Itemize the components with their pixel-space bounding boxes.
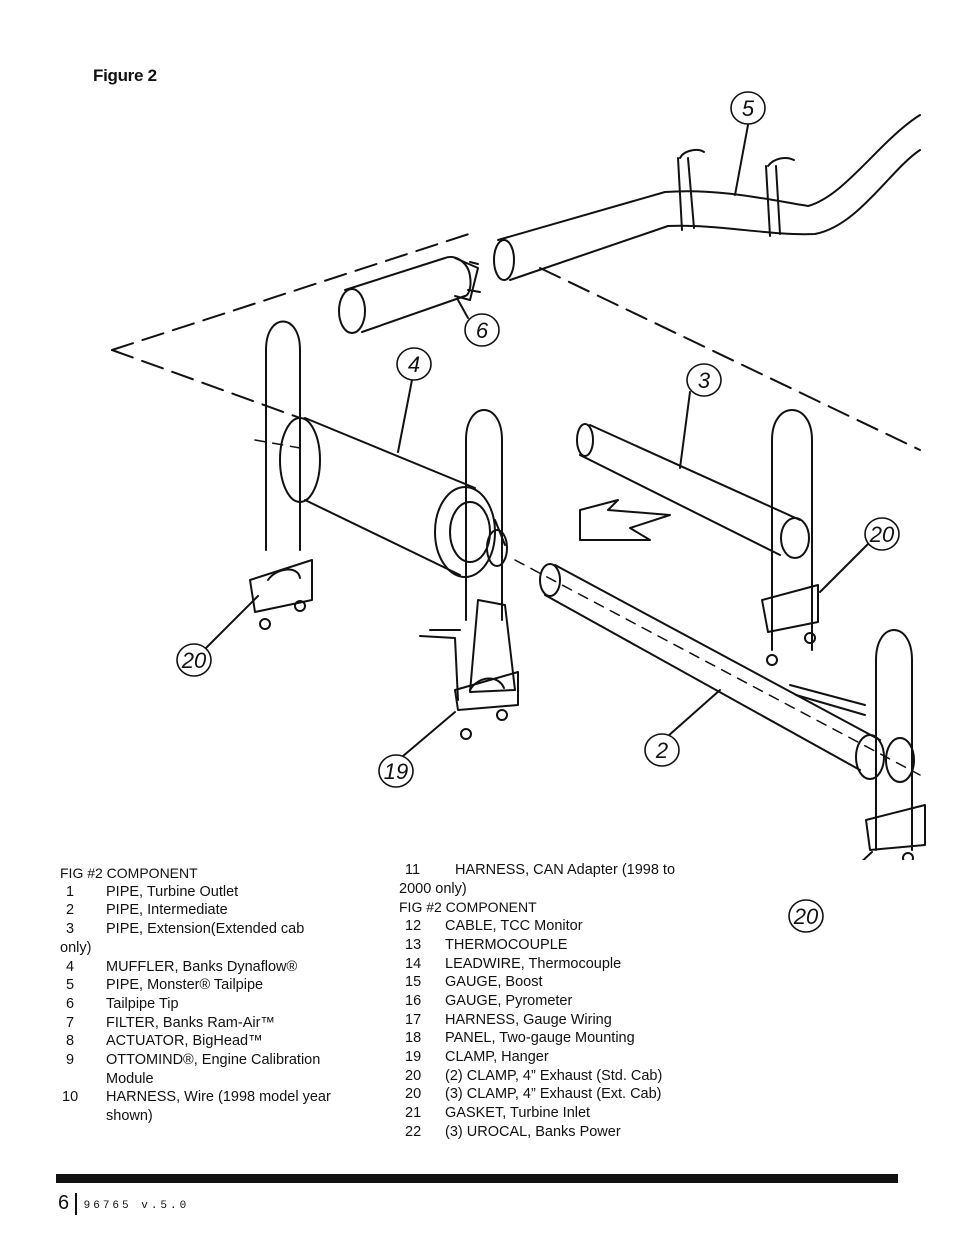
legend-num: 20 xyxy=(405,1086,422,1103)
callout-20-b: 20 xyxy=(181,648,207,673)
legend-text: CABLE, TCC Monitor xyxy=(445,918,583,935)
legend-cont: 2000 only) xyxy=(399,880,467,897)
legend-right: 11 HARNESS, CAN Adapter (1998 to 2000 onl… xyxy=(399,861,719,1142)
callout-20-c: 20 xyxy=(793,904,819,929)
legend-header: FIG #2 COMPONENT xyxy=(399,899,537,916)
legend-num: 8 xyxy=(66,1033,75,1050)
callout-3: 3 xyxy=(698,368,711,393)
legend-text: FILTER, Banks Ram-Air™ xyxy=(106,1014,275,1031)
callout-20-a: 20 xyxy=(869,522,895,547)
callout-20-c-wrap: 20 xyxy=(788,899,824,933)
legend-num: 4 xyxy=(66,958,75,975)
legend-cont: Module xyxy=(106,1070,154,1087)
legend-num: 2 xyxy=(66,902,75,919)
legend-num: 1 xyxy=(66,883,75,900)
callout-19: 19 xyxy=(384,759,408,784)
page-number: 6 xyxy=(58,1192,70,1214)
legend-num: 15 xyxy=(405,974,422,991)
legend-num: 18 xyxy=(405,1030,422,1047)
footer-separator xyxy=(75,1192,77,1215)
legend-text: PIPE, Turbine Outlet xyxy=(106,883,239,900)
legend-text: PIPE, Extension(Extended cab xyxy=(106,921,305,938)
legend-num: 9 xyxy=(66,1052,75,1069)
legend-text: ACTUATOR, BigHead™ xyxy=(106,1033,263,1050)
legend-num: 10 xyxy=(62,1089,79,1106)
legend-text: GAUGE, Boost xyxy=(445,974,543,991)
legend-num: 7 xyxy=(66,1014,75,1031)
legend-num: 13 xyxy=(405,936,422,953)
exhaust-diagram: 5 6 4 3 20 20 2 19 xyxy=(111,91,926,860)
legend-text: Tailpipe Tip xyxy=(106,995,179,1012)
legend-text: THERMOCOUPLE xyxy=(445,936,568,953)
footer-rule xyxy=(56,1174,898,1183)
legend-text: PIPE, Intermediate xyxy=(106,902,228,919)
legend-text: OTTOMIND®, Engine Calibration xyxy=(106,1052,321,1069)
legend-text: MUFFLER, Banks Dynaflow® xyxy=(106,958,298,975)
legend-num: 5 xyxy=(66,977,75,994)
legend-num: 19 xyxy=(405,1049,422,1066)
legend-num: 14 xyxy=(405,955,422,972)
callout-5: 5 xyxy=(742,96,755,121)
legend-text: GASKET, Turbine Inlet xyxy=(445,1105,591,1122)
legend-text: CLAMP, Hanger xyxy=(445,1049,549,1066)
figure-title: Figure 2 xyxy=(93,66,157,85)
legend-text: (3) UROCAL, Banks Power xyxy=(445,1123,621,1140)
legend-num: 21 xyxy=(405,1105,422,1122)
legend-num: 6 xyxy=(66,995,75,1012)
legend-cont: only) xyxy=(60,939,92,956)
legend-text: PIPE, Monster® Tailpipe xyxy=(106,977,264,994)
legend-num: 22 xyxy=(405,1123,422,1140)
legend-text: HARNESS, CAN Adapter (1998 to xyxy=(455,862,676,878)
legend-cont: shown) xyxy=(106,1108,153,1125)
legend-left: FIG #2 COMPONENT 1 PIPE, Turbine Outlet 2… xyxy=(60,864,380,1126)
page-footer: 6 96765 v.5.0 xyxy=(58,1192,189,1215)
legend-text: LEADWIRE, Thermocouple xyxy=(445,955,622,972)
legend-text: PANEL, Two-gauge Mounting xyxy=(445,1030,635,1047)
legend-num: 20 xyxy=(405,1067,422,1084)
legend-num: 17 xyxy=(405,1011,422,1028)
legend-text: HARNESS, Gauge Wiring xyxy=(445,1011,612,1028)
legend-text: HARNESS, Wire (1998 model year xyxy=(106,1089,331,1106)
legend-header: FIG #2 COMPONENT xyxy=(60,865,198,881)
legend-text: (3) CLAMP, 4” Exhaust (Ext. Cab) xyxy=(445,1086,662,1103)
legend-num: 3 xyxy=(66,921,75,938)
legend-num: 12 xyxy=(405,918,422,935)
legend-text: (2) CLAMP, 4” Exhaust (Std. Cab) xyxy=(445,1067,663,1084)
callout-4: 4 xyxy=(408,352,420,377)
document-code: 96765 v.5.0 xyxy=(83,1199,190,1212)
legend-text: GAUGE, Pyrometer xyxy=(445,992,573,1009)
legend-num: 11 xyxy=(405,862,421,878)
callout-6: 6 xyxy=(476,318,489,343)
legend-num: 16 xyxy=(405,992,422,1009)
callout-2: 2 xyxy=(655,738,668,763)
